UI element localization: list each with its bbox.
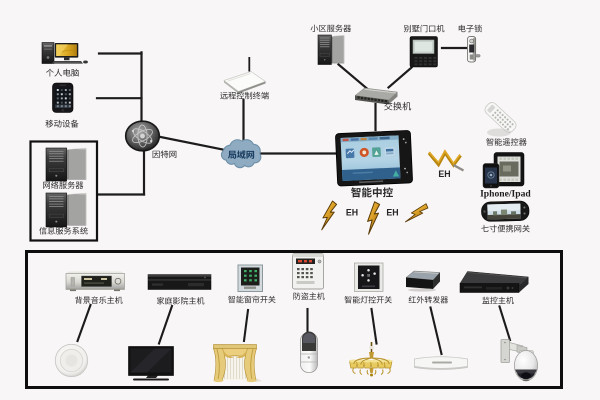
svg-text:EH: EH <box>346 207 358 217</box>
svg-text:EH: EH <box>386 207 398 217</box>
svg-text:EH: EH <box>438 169 450 179</box>
svg-text:Iphone/Ipad: Iphone/Ipad <box>480 188 531 199</box>
